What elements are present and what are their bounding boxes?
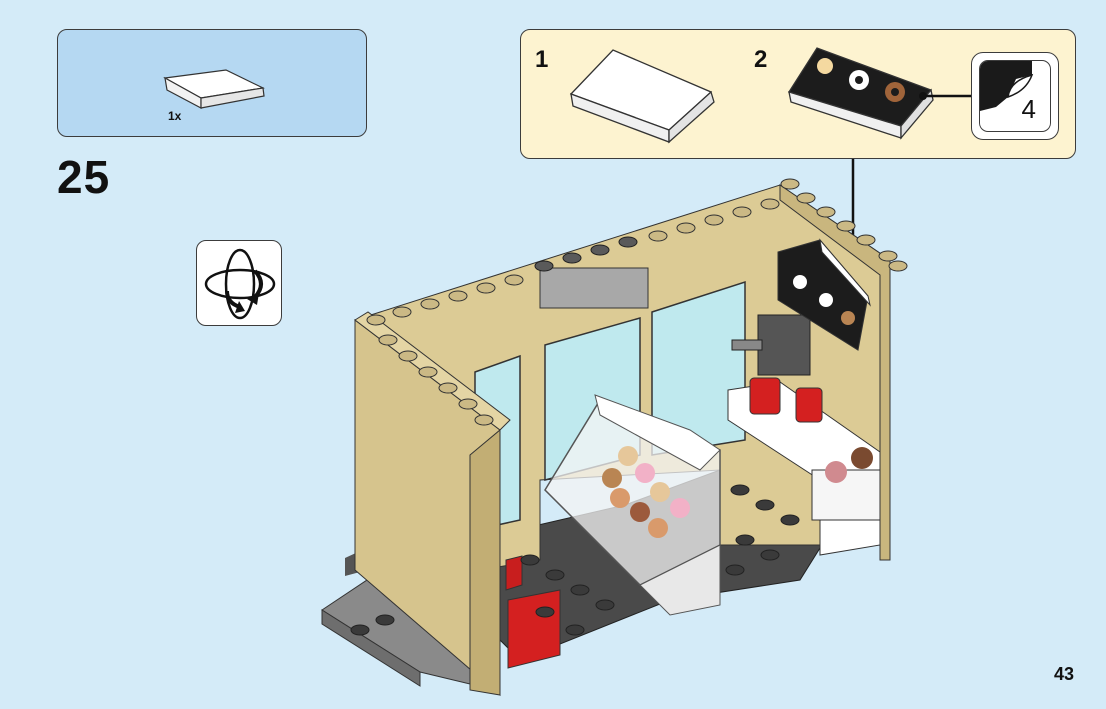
subassembly-callout: 1 2 4	[520, 29, 1076, 159]
sticker-number: 4	[1021, 94, 1036, 124]
page-number: 43	[1054, 664, 1075, 684]
rotate-icon	[204, 248, 276, 320]
substep-1-number: 1	[535, 46, 549, 73]
sticker-corner-icon	[980, 61, 1034, 111]
slope-brick-part-image	[163, 69, 265, 109]
part-quantity: 1x	[168, 109, 182, 123]
slope-brick-image	[569, 49, 715, 144]
step-number: 25	[57, 151, 111, 203]
substep-2-number: 2	[754, 46, 768, 73]
subassembly-illustrations	[569, 47, 973, 144]
parts-callout: 1x	[57, 29, 367, 137]
sticker-frame: 4	[979, 60, 1051, 132]
menu-slope-image	[787, 47, 934, 140]
rotate-model-indicator	[196, 240, 282, 326]
sticker-reference: 4	[971, 52, 1059, 140]
